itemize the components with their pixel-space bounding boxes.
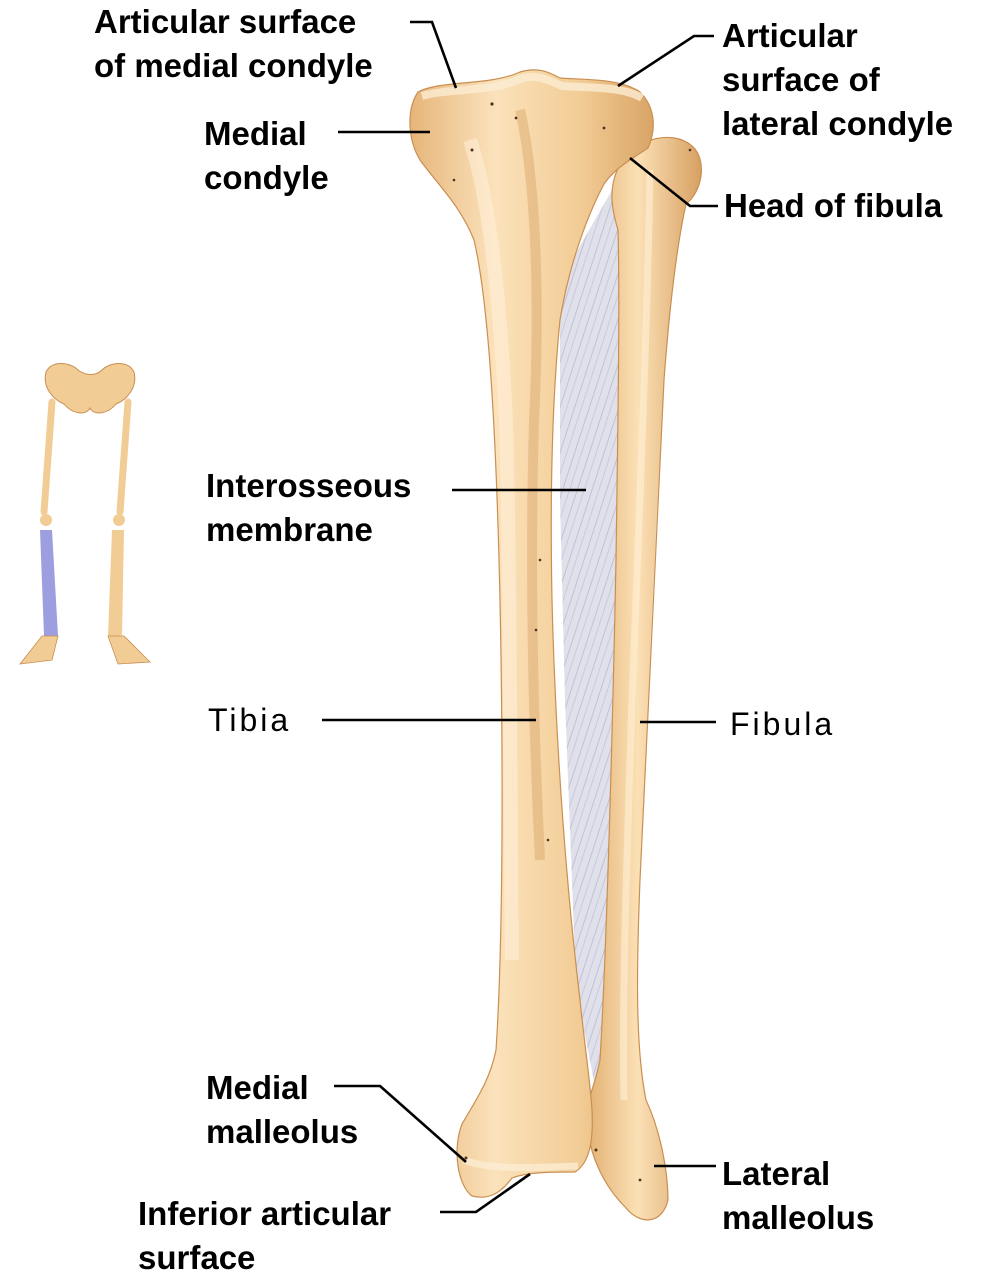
highlighted-lower-leg — [40, 530, 58, 636]
left-foot — [20, 636, 58, 664]
label-tibia: Tibia — [208, 698, 291, 742]
label-inferior-articular-surface: Inferior articular surface — [138, 1192, 391, 1280]
left-knee — [40, 514, 52, 526]
inset-skeleton — [20, 364, 150, 665]
leader-articular-lateral — [618, 36, 714, 86]
right-foot — [108, 636, 150, 664]
right-knee — [113, 514, 125, 526]
right-femur — [120, 402, 128, 512]
right-lower-leg — [108, 530, 124, 636]
label-articular-surface-lateral: Articular surface of lateral condyle — [722, 14, 953, 146]
label-lateral-malleolus: Lateral malleolus — [722, 1152, 874, 1240]
left-femur — [44, 402, 52, 512]
label-articular-surface-medial: Articular surface of medial condyle — [94, 0, 373, 88]
label-interosseous-membrane: Interosseous membrane — [206, 464, 411, 552]
label-medial-malleolus: Medial malleolus — [206, 1066, 358, 1154]
label-fibula: Fibula — [730, 702, 835, 746]
leader-articular-medial — [410, 22, 456, 88]
pelvis — [45, 364, 135, 413]
label-head-of-fibula: Head of fibula — [724, 184, 942, 228]
label-medial-condyle: Medial condyle — [204, 112, 329, 200]
